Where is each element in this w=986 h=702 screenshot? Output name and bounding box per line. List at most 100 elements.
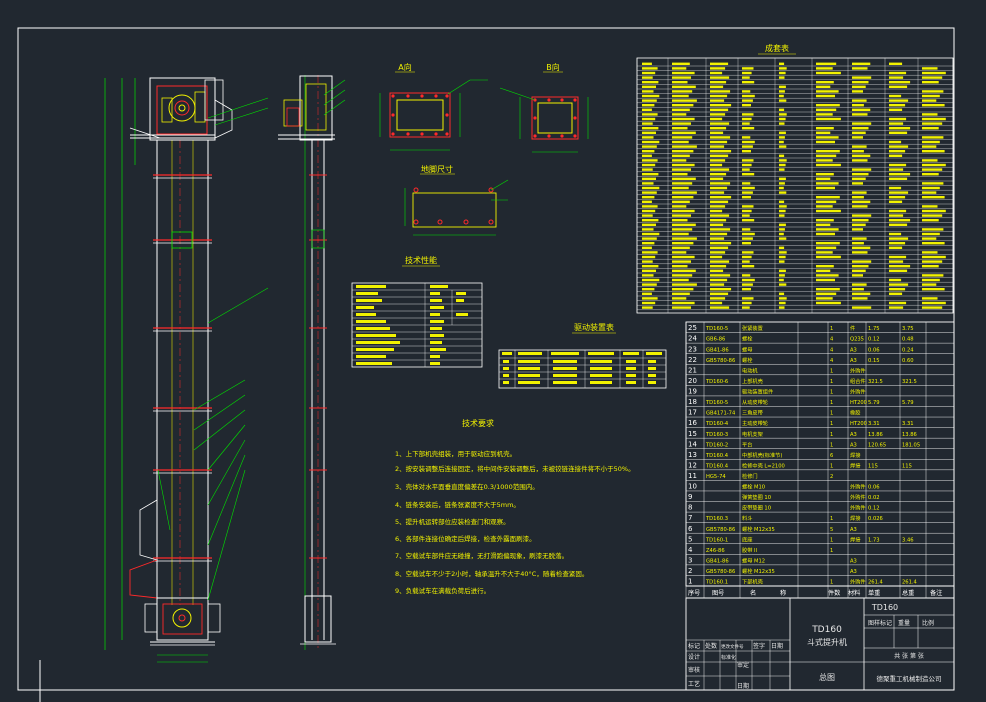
foundation-title: 地脚尺寸 [421,164,453,174]
parts-row-5-no: 5 [688,535,692,543]
side-elevation-view [278,75,346,650]
parts-row-12-code: TD160.4 [705,463,729,469]
parts-row-1-qty: 1 [830,580,833,586]
approve-label: 审定 [737,661,749,669]
parts-row-20-qty: 1 [830,379,833,385]
scale-label: 比例 [922,619,934,627]
parts-row-14-name: 平台 [742,440,752,448]
parts-row-17-code: GB4171-74 [706,411,736,417]
parts-row-23-w1: 0.06 [868,347,880,353]
parts-row-7-qty: 1 [830,516,833,522]
parts-row-18-name: 从动皮带轮 [742,398,768,406]
parts-row-21-no: 21 [688,366,697,374]
parts-row-18-w2: 5.79 [902,400,914,406]
sign-mark: 标记 [688,642,700,650]
bom-schedule-table: 成套表 [636,43,954,314]
parts-row-16-no: 16 [688,419,697,427]
parts-row-17-no: 17 [688,409,697,417]
parts-row-11-code: HG5-74 [706,474,726,480]
drive-table-title: 驱动装置表 [574,322,614,332]
parts-row-7-name: 料斗 [742,514,752,522]
parts-row-25-mat: 件 [850,324,855,332]
parts-row-6-qty: 5 [830,527,833,533]
parts-row-18-mat: HT200 [850,400,867,406]
tech-req-line-5: 5、提升机运转部位应装检查门和观察。 [395,517,510,526]
parts-row-3-name: 螺母 M12 [742,556,765,564]
sheet-label: 共 张 第 张 [894,652,924,660]
parts-row-22-qty: 4 [830,358,834,364]
parts-row-25-no: 25 [688,324,697,332]
parts-row-20-w2: 321.5 [902,379,917,385]
parts-row-1-code: TD160.1 [705,580,728,586]
parts-row-6-code: GB5780-86 [706,527,735,533]
parts-row-24-qty: 4 [830,337,834,343]
check-label: 审核 [688,666,700,674]
tech-req-line-7: 7、空载试车部件应无碰撞，无打滑跑偏现象，刷漆无脱落。 [395,551,568,560]
parts-row-24-name: 螺栓 [742,335,753,343]
parts-row-20-w1: 321.5 [868,379,883,385]
parts-row-12-no: 12 [688,461,697,469]
tech-req-line-3: 3、壳体对水平面垂直度偏差在0.3/1000范围内。 [395,482,539,491]
parts-row-17-name: 三角皮带 [742,409,763,417]
parts-row-15-no: 15 [688,430,697,438]
parts-row-19-qty: 1 [830,390,833,396]
drive-unit-table: 驱动装置表 [498,322,667,389]
sign-date: 日期 [771,642,783,650]
parts-row-2-mat: A3 [850,569,857,575]
parts-row-22-no: 22 [688,356,697,364]
parts-row-8-mat: 外购件 [850,504,866,512]
design-label: 设计 [688,653,700,661]
tech-requirements-notes: 技术要求 1、上下部机壳组装，用于驱动应到机壳。 2、按安装调整后连接固定，将中… [395,418,635,595]
parts-row-2-no: 2 [688,567,692,575]
parts-row-20-code: TD160-6 [705,379,728,385]
sign-signature: 签字 [753,642,765,650]
parts-row-9-mat: 外购件 [850,493,866,501]
drawing-name: 总图 [819,672,835,682]
parts-row-23-w2: 0.24 [902,347,914,353]
parts-row-7-no: 7 [688,514,692,522]
product-name: 斗式提升机 [807,637,847,647]
parts-row-22-w1: 0.15 [868,358,880,364]
parts-row-7-mat: 焊接 [850,514,860,522]
parts-row-1-mat: 外购件 [850,578,866,586]
parts-row-16-mat: HT200 [850,421,867,427]
parts-row-12-mat: 焊接 [850,461,860,469]
date-label: 日期 [737,682,749,690]
b-view-flange: B向 [499,62,589,153]
parts-row-5-w2: 3.46 [902,537,914,543]
parts-row-13-mat: 焊接 [850,451,860,459]
parts-row-14-qty: 1 [830,442,833,448]
parts-row-3-mat: A3 [850,558,857,564]
parts-row-9-w1: 0.02 [868,495,880,501]
parts-row-25-qty: 1 [830,326,833,332]
tech-performance-table: 技术性能 [351,255,483,368]
parts-row-20-no: 20 [688,377,697,385]
parts-row-22-mat: A3 [850,358,857,364]
parts-row-23-no: 23 [688,345,697,353]
parts-row-22-name: 螺栓 [742,356,753,364]
parts-header-8: 备注 [930,589,942,597]
parts-row-23-name: 螺母 [742,345,752,353]
parts-row-6-no: 6 [688,525,693,533]
parts-row-16-w2: 3.31 [902,421,914,427]
parts-row-12-qty: 1 [830,463,833,469]
parts-row-25-name: 张紧装置 [742,324,763,332]
parts-row-5-mat: 焊接 [850,535,860,543]
parts-row-11-no: 11 [688,472,697,480]
standard-label: 标准化 [721,654,736,661]
parts-row-12-name: 检修中壳 L=2100 [742,461,785,469]
parts-row-10-w1: 0.06 [868,485,880,491]
parts-row-19-mat: 外购件 [850,388,866,396]
parts-row-11-qty: 2 [830,474,833,480]
parts-row-13-qty: 6 [830,453,833,459]
parts-row-7-code: TD160.3 [705,516,728,522]
parts-row-15-w1: 13.86 [868,432,883,438]
parts-header-0: 序号 [688,589,700,597]
parts-row-6-name: 螺栓 M12x35 [742,525,775,533]
tech-req-title: 技术要求 [462,418,494,428]
parts-header-7: 总重 [902,589,914,597]
parts-row-21-mat: 外购件 [850,366,866,374]
